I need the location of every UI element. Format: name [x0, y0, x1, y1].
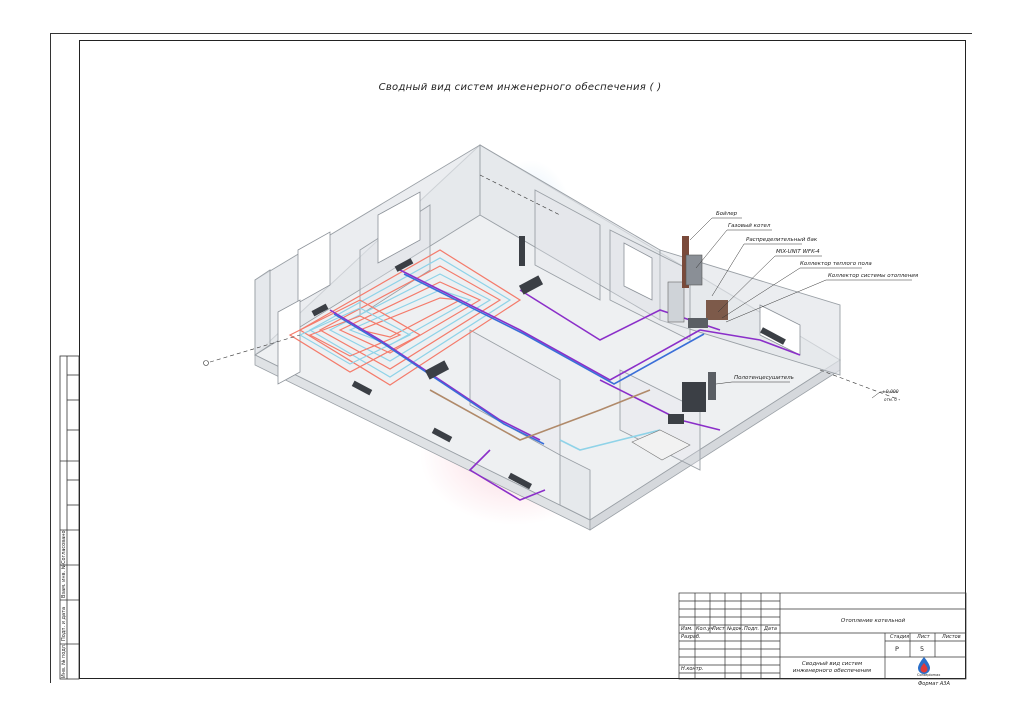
- tb-stage-value: Р: [895, 645, 899, 653]
- outer-border-top: [50, 33, 972, 34]
- axis-line-top: [479, 174, 561, 216]
- tb-row-normcontrol: Н.контр.: [681, 666, 704, 672]
- callout-leaders: [689, 217, 912, 399]
- callout-floor-collector: Коллектор теплого пола: [800, 261, 872, 267]
- tb-header-list: Лист: [712, 626, 725, 632]
- tb-row-developer: Разраб.: [681, 634, 701, 640]
- tb-header-doc: №док.: [727, 626, 744, 632]
- callout-boiler: Бойлер: [716, 211, 738, 217]
- sheet-frame: [79, 40, 966, 679]
- elevation-mark: +0,000: [882, 390, 899, 395]
- axis-marker: [203, 360, 209, 366]
- tb-format: Формат А3А: [918, 681, 950, 687]
- tb-sheet-number: 5: [920, 645, 925, 653]
- callout-gas-boiler: Газовый котел: [728, 223, 771, 229]
- tb-sheets-label: Листов: [942, 634, 961, 640]
- warm-floor-loops: [288, 249, 522, 386]
- tb-header-sign: Подп.: [744, 626, 760, 632]
- sheet-title: Сводный вид систем инженерного обеспечен…: [378, 82, 662, 93]
- boiler-room-equipment: [519, 236, 728, 461]
- tb-header-kol: Кол.уч: [696, 626, 714, 632]
- tb-project-name: Отопление котельной: [840, 618, 906, 624]
- company-logo-icon: [918, 657, 930, 674]
- axis-line-left: [209, 334, 301, 363]
- tb-sheet-title: Сводный вид систем инженерного обеспечен…: [792, 661, 872, 674]
- callout-heating-collector: Коллектор системы отопления: [828, 273, 919, 279]
- callout-distribution-tank: Распределительный бак: [746, 237, 818, 243]
- tb-header-izm: Изм.: [681, 626, 693, 632]
- tb-sheet-label: Лист: [917, 634, 930, 640]
- outer-border-left: [50, 33, 51, 683]
- radiators: [311, 258, 786, 490]
- tb-company-name: Conteplomax: [917, 673, 941, 677]
- tb-stage-label: Стадия: [890, 634, 910, 640]
- tb-header-date: Дата: [764, 626, 777, 632]
- callout-towel-dryer: Полотенцесушитель: [734, 375, 794, 381]
- axis-line-right: [819, 369, 901, 401]
- elevation-note: отм. 0: [884, 397, 897, 402]
- callout-mix-unit: MIX-UNIT WFK-4: [776, 249, 820, 255]
- windows: [277, 191, 801, 385]
